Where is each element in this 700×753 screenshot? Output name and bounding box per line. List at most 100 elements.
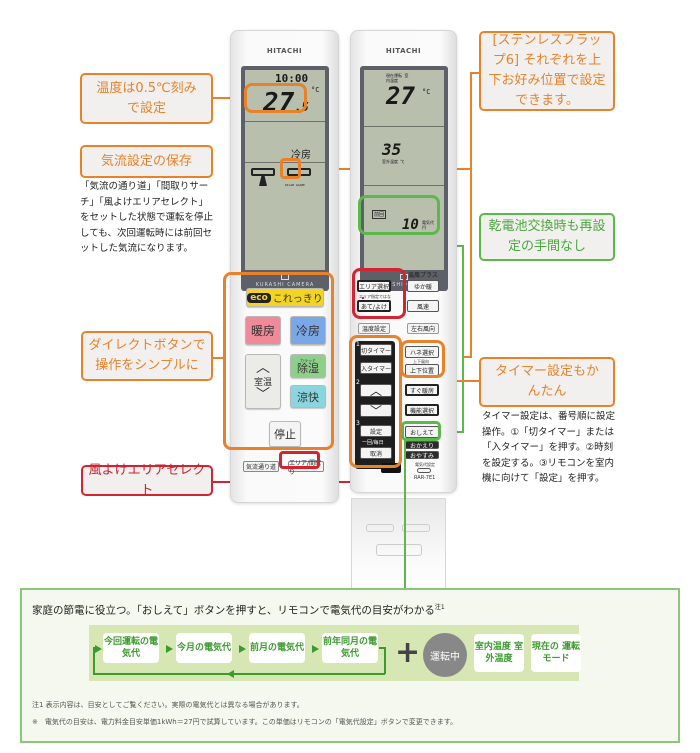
lcd-divider: [364, 185, 444, 186]
dry-button[interactable]: カラッと 除湿: [290, 354, 326, 378]
lcd-divider: [245, 121, 325, 122]
brand-logo: HITACHI: [385, 47, 422, 55]
callout-airflow-save-text: 気流設定の保存: [100, 153, 192, 169]
loop-line-right: [384, 647, 386, 674]
callout-wind-area: 風よけエリアセレクト: [81, 463, 213, 498]
loop-line-bottom: [93, 673, 385, 675]
area-select-button[interactable]: エリア選択: [357, 280, 391, 292]
ac-unit-icon: [251, 168, 275, 176]
plus-icon: +: [395, 635, 421, 670]
on-timer-button[interactable]: 入タイマー: [360, 362, 392, 374]
extra-mode: 現在の 運転モード: [531, 634, 581, 672]
okaeri-button[interactable]: おかえり: [405, 441, 439, 450]
lcd-divider: [364, 126, 444, 127]
cost-setting-button[interactable]: [417, 468, 431, 473]
callout-battery: 乾電池交換時も再設定の手間なし: [479, 213, 615, 261]
eco-button[interactable]: eco これっきり: [246, 288, 324, 307]
highlight-cost-display: [358, 195, 440, 235]
panel-title: 家庭の節電に役立つ。「おしえて」ボタンを押すと、リモコンで電気代の目安がわかる注…: [32, 602, 445, 618]
eco-button-label: これっきり: [272, 294, 323, 305]
temp-up-icon[interactable]: ︿: [256, 360, 270, 376]
lcd-cost: 10: [402, 217, 419, 233]
set-button[interactable]: 設定: [360, 425, 392, 437]
area-sub-label: エリア指定ではな: [359, 294, 391, 299]
ate-yoke-button[interactable]: あて/よけ: [357, 300, 391, 312]
stop-button[interactable]: 停止: [269, 421, 301, 447]
arrow-icon: [166, 645, 173, 653]
energy-saving-panel: 家庭の節電に役立つ。「おしえて」ボタンを押すと、リモコンで電気代の目安がわかる注…: [20, 588, 680, 743]
flap-select-button[interactable]: ハネ選択: [405, 346, 439, 358]
lcd-temp-value: 27: [263, 88, 295, 118]
highlight-airflow: [280, 158, 301, 179]
callout-wind-area-text: 風よけエリアセレクト: [88, 462, 206, 498]
connector-flap-h2: [462, 356, 472, 358]
highlight-oshiete: [401, 421, 441, 441]
callout-airflow-save: 気流設定の保存: [80, 145, 213, 178]
panel-title-text: 家庭の節電に役立つ。「おしえて」ボタンを押すと、リモコンで電気代の目安がわかる: [32, 604, 435, 617]
function-select-button[interactable]: 機能選択: [405, 404, 439, 416]
cover-slot: [376, 544, 422, 556]
connector-direct: [213, 357, 225, 359]
callout-timer-text: タイマー設定もかんたん: [494, 364, 599, 399]
room-temp-button[interactable]: ︿ 室温 ﹀: [245, 354, 281, 409]
step-1-label: 1: [356, 341, 360, 348]
temp-down-icon[interactable]: ﹀: [256, 387, 270, 403]
airflow-save-description: 「気流の通り道」「間取りサーチ」「風よけエリアセレクト」をセットした状態で運転を…: [80, 181, 214, 254]
callout-flap: [ステンレスフラップ6] それぞれを上下お好み位置で設定できます。: [479, 31, 615, 111]
airflow-icon: [259, 176, 267, 186]
callout-direct-button-text: ダイレクトボタンで操作をシンプルに: [88, 338, 206, 373]
callout-timer: タイマー設定もかんたん: [479, 357, 615, 407]
quick-heat-button[interactable]: すぐ暖房: [405, 384, 439, 396]
callout-temp-step-text: 温度は0.5℃刻みで設定: [96, 80, 197, 116]
cool-button[interactable]: 冷房: [290, 316, 326, 345]
connector-flap-v: [470, 72, 472, 357]
arrow-icon: [239, 645, 246, 653]
lcd-period: 前回: [372, 210, 387, 219]
remote-left: HITACHI 10:00 27.5 °C 冷房 DILAB AGARE KUR…: [230, 30, 339, 503]
remote-cover: [351, 498, 446, 588]
flow-step-this-month: 今月の電気代: [176, 633, 232, 663]
lcd-outdoor-temp: 35: [382, 140, 402, 159]
fan-speed-button[interactable]: 風速: [407, 300, 439, 312]
yukadan-button[interactable]: ゆか暖: [407, 280, 439, 292]
fresh-button[interactable]: 涼快: [290, 385, 326, 408]
airpath-button[interactable]: 気流通り道: [243, 461, 279, 472]
heat-plus-label: 温風プラス: [408, 272, 438, 279]
lcd-screen: 10:00 27.5 °C 冷房 DILAB AGARE: [245, 70, 325, 270]
lcd-outdoor-label: 室外温度 ℃: [382, 159, 405, 164]
highlight-direct-buttons: [223, 272, 334, 450]
cost-setting-label: 電気代設定: [415, 462, 435, 467]
down-button[interactable]: ﹀: [360, 404, 392, 418]
temp-set-button[interactable]: 温度設定: [358, 323, 390, 334]
connector-area-select: [362, 297, 364, 299]
off-timer-button[interactable]: 切タイマー: [360, 344, 392, 356]
ud-direction-label: 上下風向: [413, 359, 429, 364]
cancel-button[interactable]: 取消: [360, 447, 392, 459]
cost-flow-diagram: 今回運転の電気代 今月の電気代 前月の電気代 前年同月の電気代 + 運転中 室内…: [89, 625, 581, 681]
lcd-divider: [245, 162, 325, 163]
heat-button[interactable]: 暖房: [245, 316, 281, 345]
flow-step-last-month: 前月の電気代: [249, 633, 305, 663]
lcd-sub: DILAB AGARE: [285, 183, 305, 187]
model-number: RAR-7E1: [414, 475, 436, 481]
lr-direction-button[interactable]: 左右風向: [407, 323, 439, 334]
lcd-clock: 10:00: [275, 72, 309, 85]
lcd-cost-label: 電気代 円: [422, 220, 434, 230]
cover-slot: [402, 524, 430, 532]
loop-arrow-icon: [227, 670, 234, 678]
highlight-timer: [349, 335, 402, 468]
callout-battery-text: 乾電池交換時も再設定の手間なし: [488, 219, 606, 254]
step-3-label: 3: [356, 420, 360, 427]
connector-battery-v: [462, 245, 464, 433]
brand-logo: HITACHI: [266, 47, 303, 55]
step-2-label: 2: [356, 379, 360, 386]
highlight-wind-area: [279, 451, 320, 469]
up-button[interactable]: ︿: [360, 384, 392, 398]
lcd-unit: °C: [311, 86, 320, 94]
once-daily-label: 一回/毎日: [362, 440, 384, 446]
highlight-flap: [400, 340, 445, 378]
flow-step-last-year: 前年同月の電気代: [322, 633, 378, 663]
lcd-frame: 10:00 27.5 °C 冷房 DILAB AGARE KURASHI CAM…: [241, 66, 329, 291]
lcd-frame: 現在運転 室内温度 27 °C 35 室外温度 ℃ 前回 10 電気代 円 KU…: [360, 66, 448, 291]
oyasumi-button[interactable]: おやすみ: [405, 451, 439, 460]
